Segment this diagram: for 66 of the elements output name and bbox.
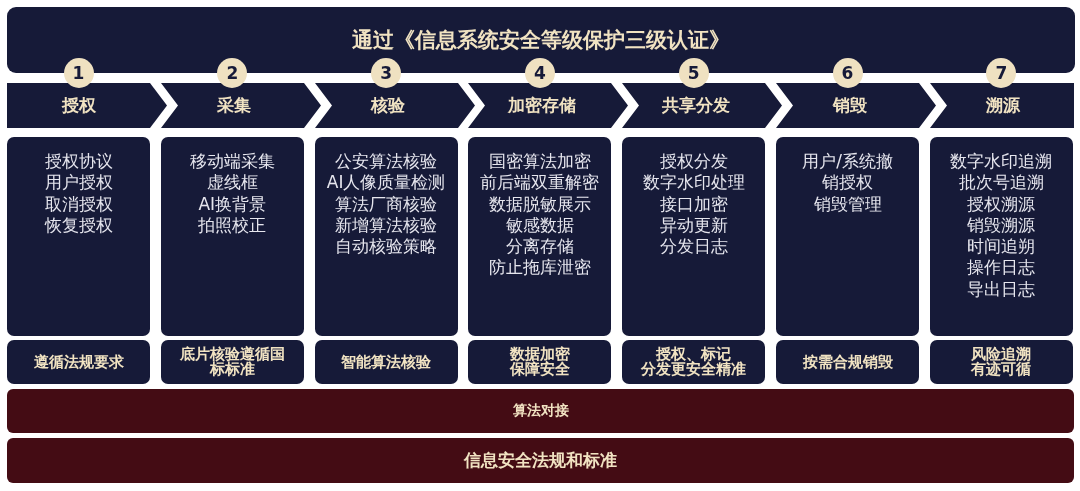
detail-item: 移动端采集 [189,151,275,173]
bar-text: 信息安全法规和标准 [464,449,617,472]
detail-item: AI人像质量检测 [326,172,446,194]
detail-item: AI换背景 [198,193,267,215]
summary-box [929,340,1073,384]
detail-item: 拍照校正 [198,214,267,237]
detail-item: 销毁溯源 [967,214,1036,237]
detail-item: 销毁管理 [813,193,882,215]
detail-item: 导出日志 [967,278,1036,301]
process-step: 共享分发 [622,83,783,128]
standards-bar [7,438,1074,483]
summary-text: 按需合规销毁 [802,354,893,370]
detail-item: 数据脱敏展示 [488,193,591,215]
detail-item: 授权协议 [44,151,113,173]
summary-text: 授权、标记分发更安全精准 [641,347,747,377]
detail-item: 恢复授权 [44,214,113,237]
detail-item: 国密算法加密 [488,151,591,173]
summary-box [622,340,766,384]
detail-item: 算法厂商核验 [335,193,438,215]
summary-text: 数据加密保障安全 [509,347,570,377]
detail-item: 用户/系统撤销授权 [802,151,893,194]
process-step: 采集 [160,83,321,128]
detail-item: 虚线框 [206,172,258,194]
detail-item: 自动核验策略 [335,236,438,258]
detail-item: 防止拖库泄密 [488,257,591,279]
detail-item: 新增算法核验 [335,214,438,237]
detail-item: 数字水印处理 [642,172,745,194]
detail-panel [314,137,458,336]
detail-item: 分离存储 [505,236,574,258]
process-step: 授权 [7,83,167,128]
detail-item: 授权溯源 [967,193,1036,215]
detail-panel [7,137,150,336]
detail-panel [776,137,919,336]
detail-item: 分发日志 [659,236,728,258]
detail-item: 前后端双重解密 [480,172,600,194]
summary-box [160,340,304,384]
process-step: 销毁 [776,83,936,128]
detail-item: 接口加密 [659,193,728,215]
process-step: 溯源 [929,83,1074,128]
detail-item: 取消授权 [44,193,113,215]
detail-item: 时间追朔 [967,236,1036,258]
detail-item: 批次号追溯 [958,172,1044,194]
summary-text: 风险追溯有迹可循 [971,347,1032,377]
integration-bar [7,389,1074,433]
detail-item: 授权分发 [659,151,728,173]
process-step: 加密存储 [468,83,629,128]
detail-item: 数字水印追溯 [950,151,1053,173]
detail-panel [929,137,1073,336]
detail-item: 用户授权 [44,172,113,194]
detail-item: 异动更新 [659,214,728,237]
summary-box [468,340,612,384]
summary-text: 遵循法规要求 [33,354,124,370]
summary-box [314,340,458,384]
detail-panel [468,137,612,336]
banner-title: 通过《信息系统安全等级保护三级认证》 [352,28,730,53]
detail-item: 公安算法核验 [335,151,438,173]
summary-box [7,340,150,384]
process-step: 核验 [314,83,475,128]
summary-text: 底片核验遵循国标标准 [179,347,285,377]
summary-text: 智能算法核验 [341,354,432,370]
detail-panel [160,137,304,336]
detail-item: 操作日志 [967,257,1036,279]
bar-text: 算法对接 [512,402,569,420]
detail-panel [622,137,766,336]
summary-box [776,340,919,384]
detail-item: 敏感数据 [505,214,574,237]
